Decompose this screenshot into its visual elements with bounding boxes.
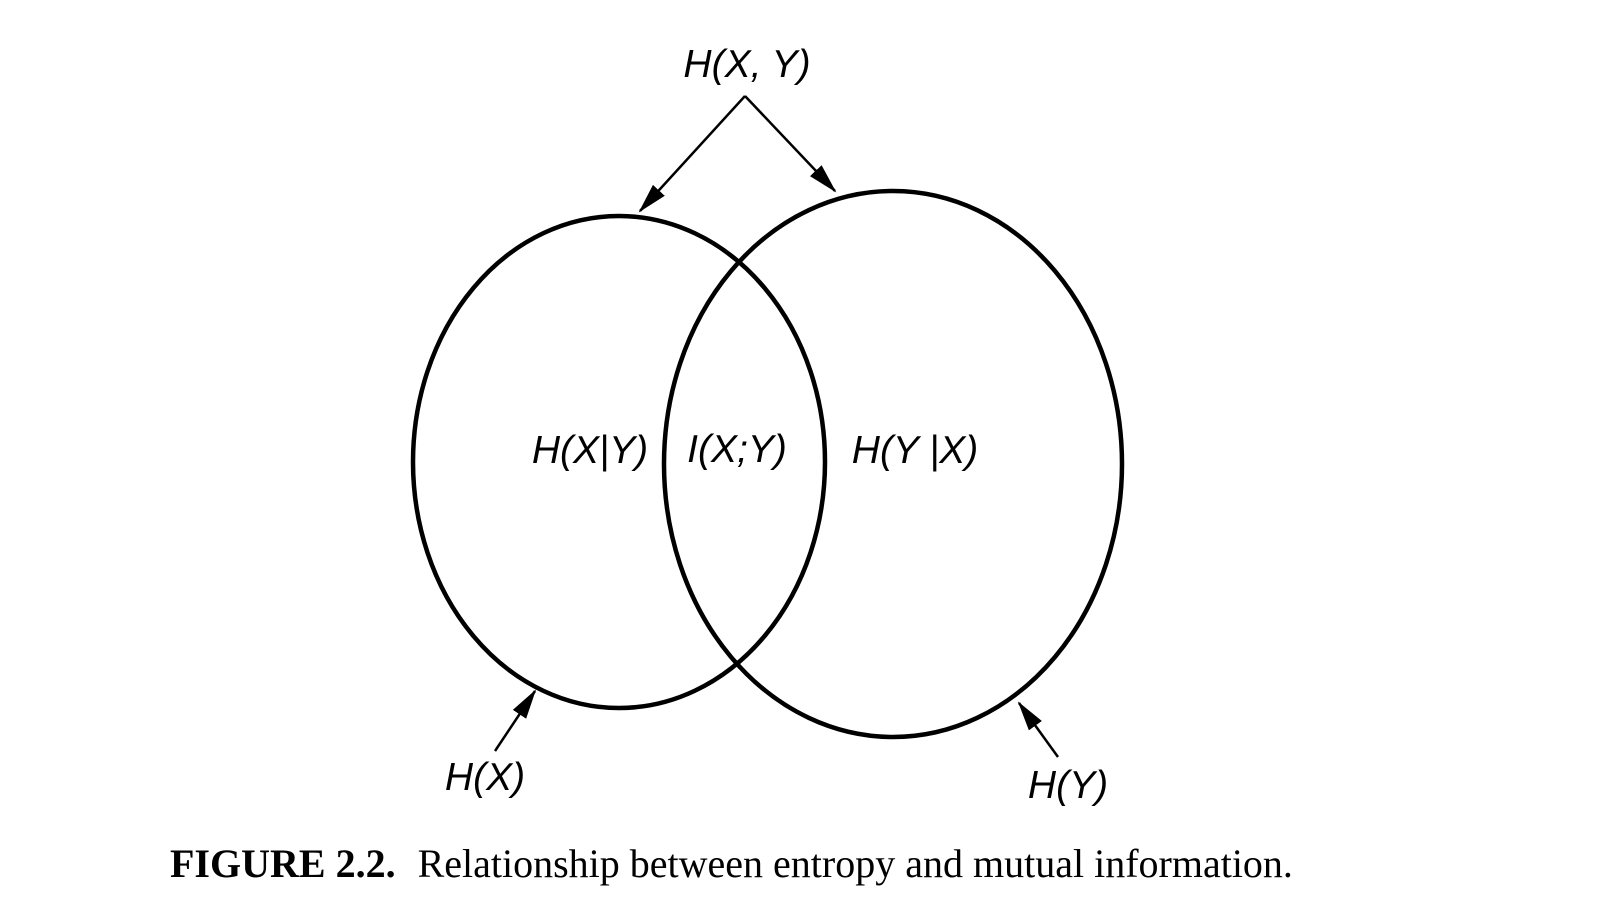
left-set-arrow — [493, 689, 537, 752]
figure-caption: FIGURE 2.2. Relationship between entropy… — [170, 841, 1293, 886]
conditional-entropy-x-given-y-label: H(X|Y) — [532, 429, 648, 472]
figure-caption-number: FIGURE 2.2. — [170, 841, 396, 886]
left-set-ellipse — [410, 213, 828, 711]
right-set-arrow — [1017, 701, 1060, 758]
joint-entropy-label: H(X, Y) — [683, 43, 810, 86]
figure-caption-text: Relationship between entropy and mutual … — [418, 841, 1293, 886]
right-set-ellipse — [661, 188, 1125, 740]
entropy-y-label: H(Y) — [1028, 764, 1108, 807]
entropy-x-label: H(X) — [445, 756, 525, 799]
conditional-entropy-y-given-x-label: H(Y |X) — [852, 429, 978, 472]
joint-entropy-right-arrow — [744, 95, 837, 193]
mutual-information-label: I(X;Y) — [687, 428, 787, 471]
joint-entropy-left-arrow — [638, 95, 746, 213]
